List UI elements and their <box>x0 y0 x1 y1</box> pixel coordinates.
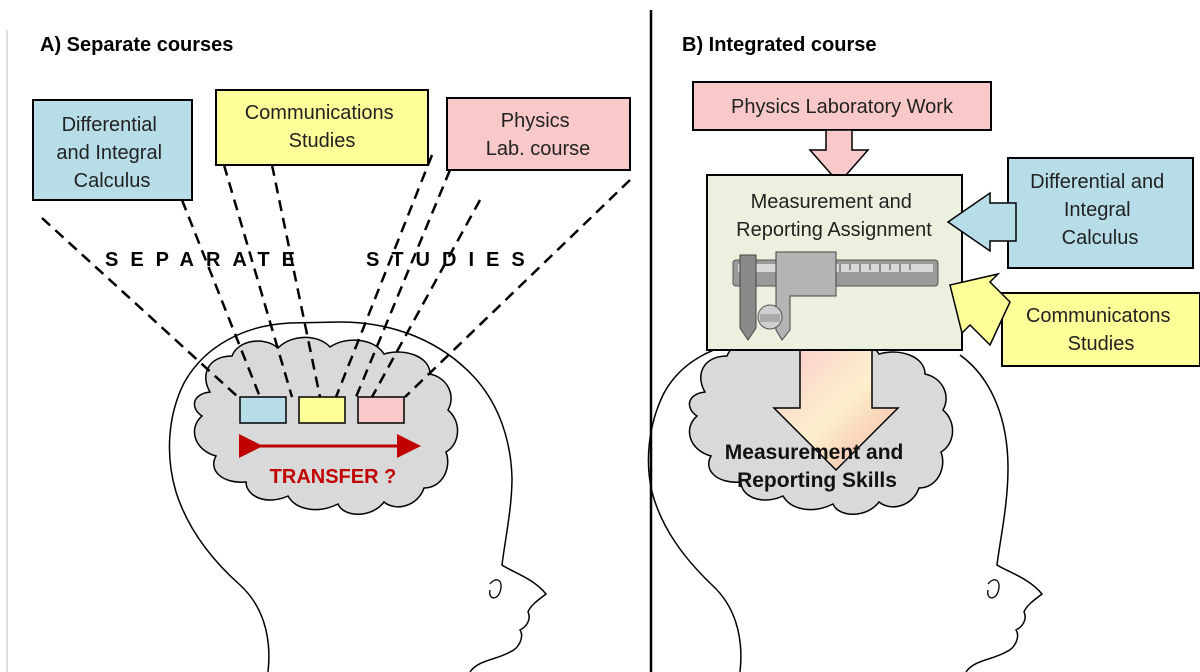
assignment-box-label: Measurement and Reporting Assignment <box>736 191 932 241</box>
panel-a: A) Separate courses TRANSFER ? SEPARATE … <box>32 34 631 672</box>
comm-box-b <box>1001 292 1200 367</box>
ear-a <box>489 579 502 599</box>
big-down-arrow <box>772 349 900 472</box>
calculus-box-a-label: Differential and Integral Calculus <box>56 114 167 192</box>
panel-b-title: B) Integrated course <box>682 34 876 56</box>
brain-box-comm <box>298 396 346 424</box>
comm-box-a-label: Communications Studies <box>245 102 400 152</box>
calculus-arrow <box>946 191 1017 253</box>
comm-box-a <box>215 89 429 166</box>
brain-box-calculus <box>239 396 287 424</box>
brain-box-physics <box>357 396 405 424</box>
comm-box-b-label: Communicatons Studies <box>1026 305 1176 355</box>
caliper-icon <box>732 251 939 341</box>
comm-arrow <box>949 272 1011 347</box>
panel-b: B) Integrated course Measurement and Rep… <box>647 34 1200 672</box>
brain-a <box>193 336 459 515</box>
physics-box-a-label: Physics Lab. course <box>486 110 591 160</box>
physics-box-b-label: Physics Laboratory Work <box>731 96 954 118</box>
head-outline-a <box>168 321 548 672</box>
transfer-label: TRANSFER ? <box>270 466 397 488</box>
calculus-box-b-label: Differential and Integral Calculus <box>1030 171 1170 249</box>
separate-label: SEPARATE <box>105 249 307 271</box>
calculus-box-b <box>1007 157 1194 269</box>
physics-arrow <box>808 129 870 185</box>
calculus-box-a <box>32 99 193 201</box>
dashed-links-a <box>41 154 631 398</box>
head-outline-b <box>647 339 1044 672</box>
physics-box-b <box>692 81 992 131</box>
panel-a-title: A) Separate courses <box>40 34 233 56</box>
studies-label: STUDIES <box>366 249 537 271</box>
skills-label: Measurement and Reporting Skills <box>725 441 909 492</box>
physics-box-a <box>446 97 631 171</box>
ear-b <box>987 579 1000 599</box>
